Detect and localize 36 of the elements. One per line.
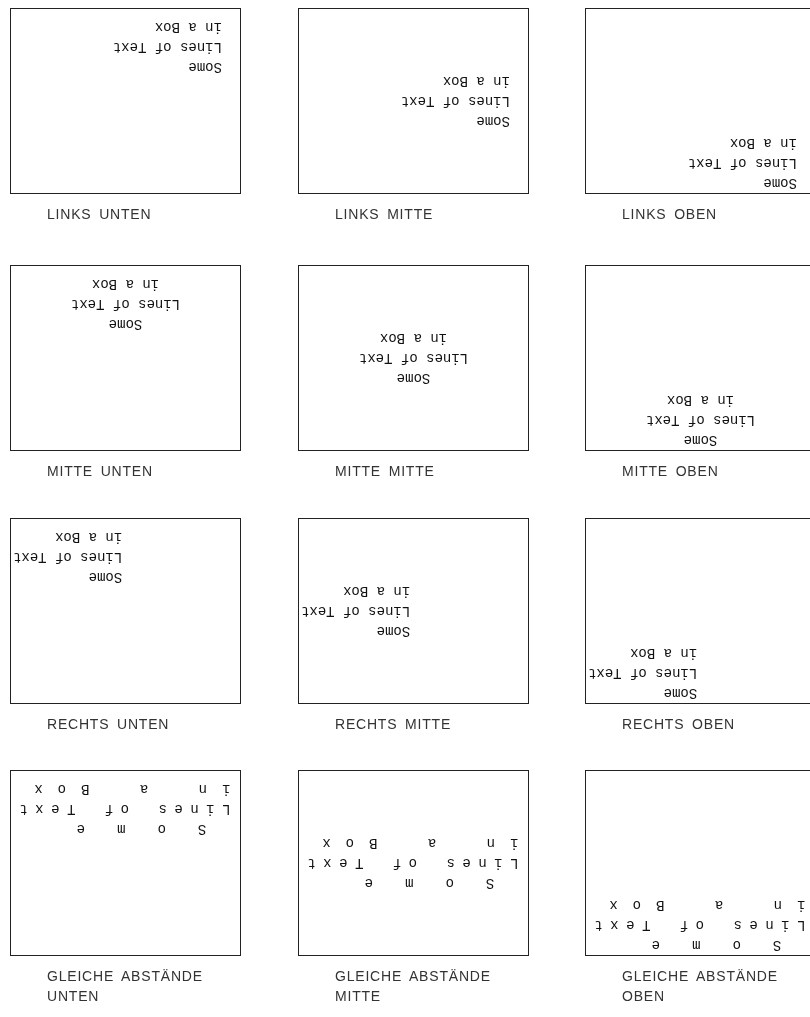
text-box [585,518,810,704]
text-box [10,265,241,451]
box-caption: MITTE MITTE [335,462,436,481]
box-caption: LINKS MITTE [335,205,435,224]
upside-down-text: Some Lines of Text in a Box [645,391,756,450]
text-box [10,8,241,194]
box-caption: MITTE OBEN [622,462,720,481]
upside-down-text: Some Lines of Text in a Box [400,72,510,131]
upside-down-text: Some Lines of Text in a Box [588,644,698,703]
text-box [298,265,529,451]
text-box [298,770,529,956]
text-box [10,518,241,704]
upside-down-text: Some Lines of Text in a Box [301,582,411,641]
box-caption: GLEICHE ABSTÄNDE UNTEN [47,967,204,1006]
box-caption: LINKS OBEN [622,205,719,224]
upside-down-text: Some Lines of Text in a Box [112,18,222,77]
upside-down-text: Some Lines of Text in a Box [13,528,123,587]
box-caption: LINKS UNTEN [47,205,153,224]
upside-down-text: Some Lines of Text in a Box [20,780,231,839]
box-caption: MITTE UNTEN [47,462,154,481]
text-box [10,770,241,956]
box-caption: GLEICHE ABSTÄNDE OBEN [622,967,779,1006]
box-caption: RECHTS MITTE [335,715,453,734]
upside-down-text: Some Lines of Text in a Box [358,329,469,388]
text-box [585,8,810,194]
text-box [585,265,810,451]
box-caption: GLEICHE ABSTÄNDE MITTE [335,967,492,1006]
upside-down-text: Some Lines of Text in a Box [70,275,181,334]
box-caption: RECHTS UNTEN [47,715,171,734]
upside-down-text: Some Lines of Text in a Box [687,134,797,193]
box-caption: RECHTS OBEN [622,715,736,734]
upside-down-text: Some Lines of Text in a Box [595,896,806,955]
text-box [298,8,529,194]
upside-down-text: Some Lines of Text in a Box [308,834,519,893]
text-box [585,770,810,956]
text-box [298,518,529,704]
